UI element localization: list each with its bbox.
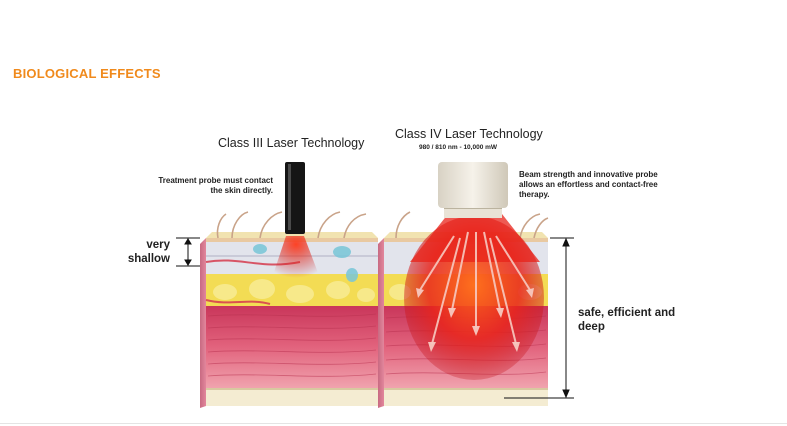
- class4-skin-block: [378, 162, 549, 408]
- class4-title: Class IV Laser Technology: [395, 127, 543, 141]
- class3-depth-indicator: [176, 237, 200, 267]
- class3-skin-block: [200, 162, 378, 408]
- class4-note: Beam strength and innovative probe allow…: [519, 170, 658, 199]
- footer-divider: [0, 423, 787, 424]
- class3-note: Treatment probe must contact the skin di…: [158, 176, 273, 195]
- class4-spec: 980 / 810 nm - 10,000 mW: [419, 144, 498, 151]
- class3-depth-label: very shallow: [127, 239, 170, 265]
- class3-title: Class III Laser Technology: [218, 136, 365, 150]
- class4-depth-label: safe, efficient and deep: [578, 307, 676, 333]
- class4-probe: [438, 162, 508, 208]
- section-title: BIOLOGICAL EFFECTS: [13, 66, 161, 81]
- class4-depth-indicator: [504, 237, 574, 399]
